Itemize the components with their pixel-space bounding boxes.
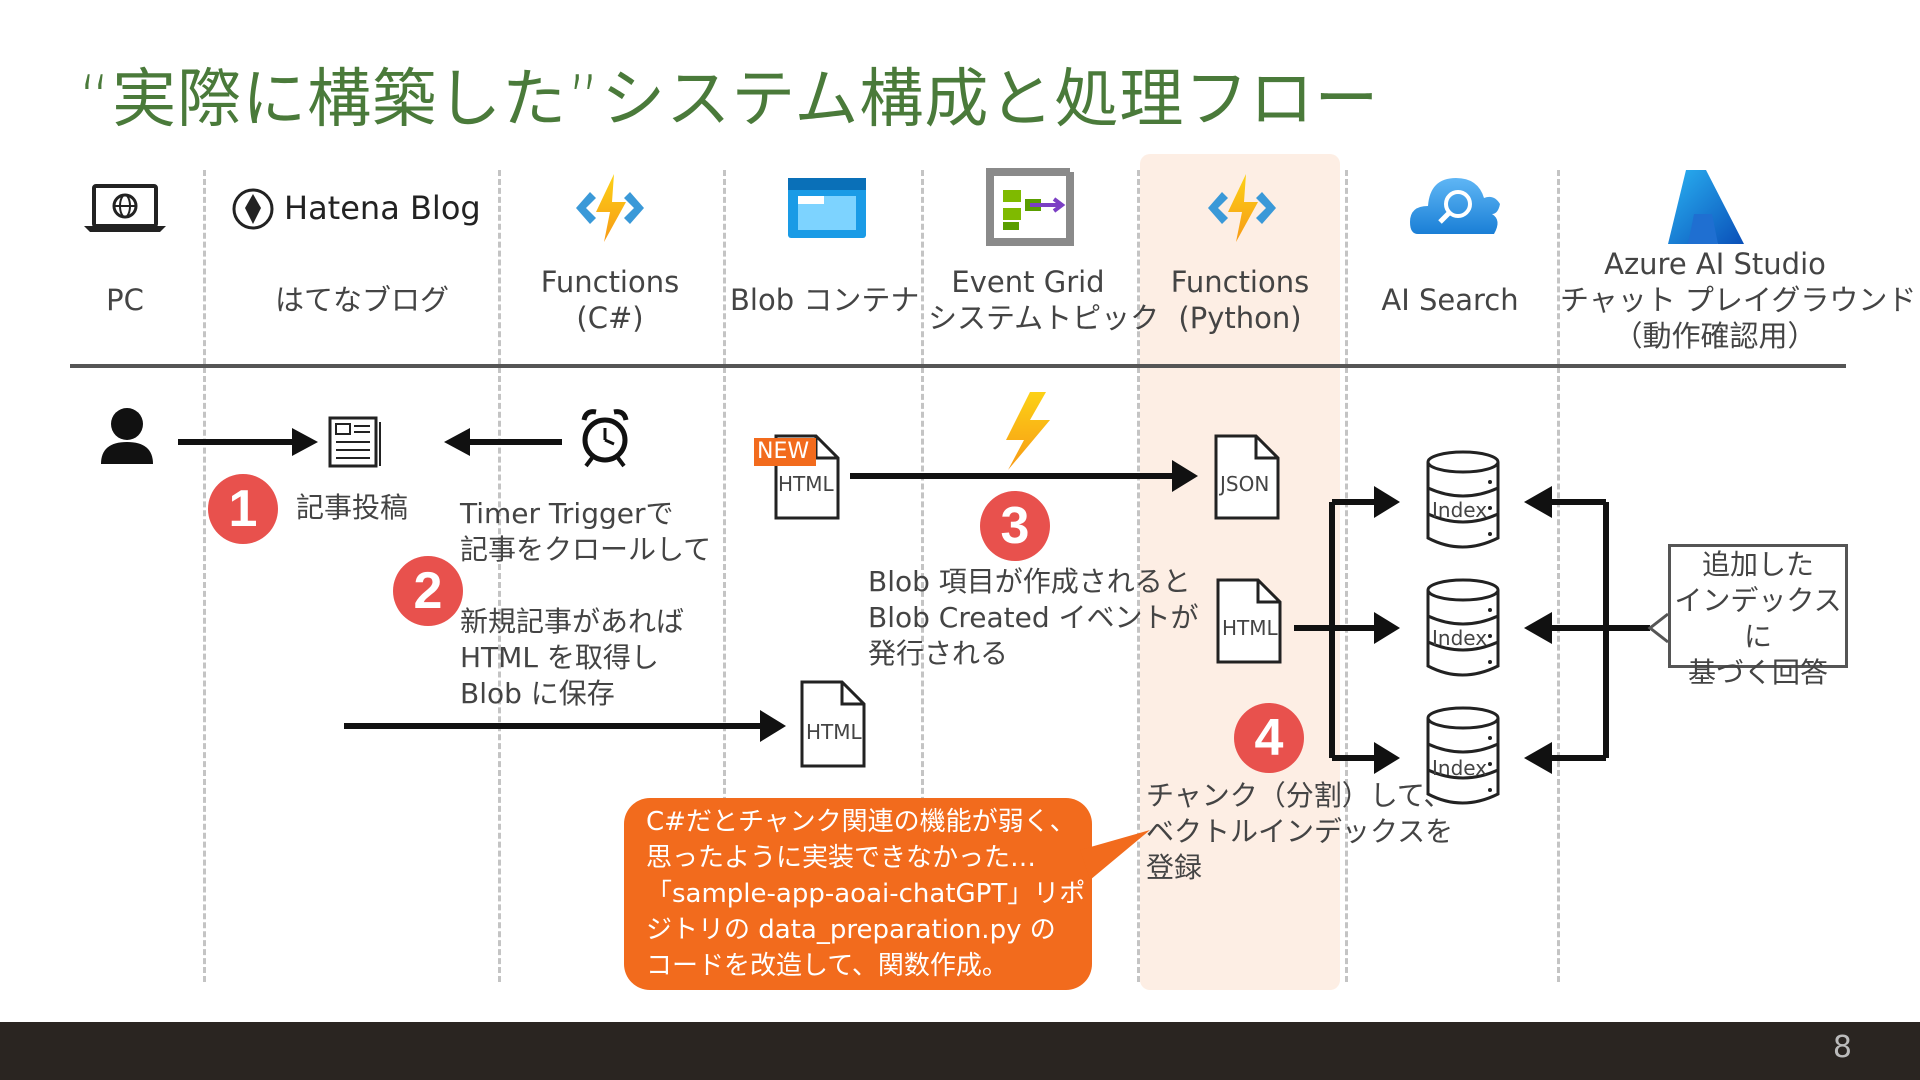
hatena-logo-text: Hatena Blog — [284, 189, 481, 227]
callout-line-5: コードを改造して、関数作成。 — [646, 951, 1008, 981]
step2-text-3: 新規記事があれば — [460, 605, 685, 638]
column-divider — [921, 170, 924, 982]
article-icon — [328, 416, 381, 468]
file-icon — [800, 680, 866, 768]
column-label-studio-3: （動作確認用） — [1613, 319, 1817, 353]
column-label-functions-py-2: (Python) — [1178, 301, 1302, 335]
column-label-aisearch: AI Search — [1381, 283, 1519, 317]
callout-line-1: C#だとチャンク関連の機能が弱く、 — [646, 807, 1076, 837]
column-divider — [1137, 170, 1140, 982]
file-label-html-py: HTML — [1222, 616, 1278, 640]
functions-icon — [576, 174, 644, 242]
answer-line-3: 基づく回答 — [1687, 656, 1828, 689]
slide-title: “実際に構築した”システム構成と処理フロー — [78, 63, 1380, 137]
step2-text-1: Timer Triggerで — [460, 497, 674, 530]
new-badge — [754, 438, 816, 466]
step-badge-4: 4 — [1234, 703, 1304, 773]
file-icon — [1216, 578, 1282, 664]
step1-text: 記事投稿 — [296, 491, 409, 524]
alarm-clock-icon — [581, 409, 629, 468]
column-divider — [1557, 170, 1560, 982]
column-label-eventgrid-1: Event Grid — [951, 265, 1105, 299]
column-label-studio-2: チャット プレイグラウンド — [1560, 283, 1917, 317]
step4-text-3: 登録 — [1146, 851, 1203, 884]
column-label-pc: PC — [106, 283, 144, 317]
column-label-eventgrid-2: システムトピック — [928, 301, 1160, 335]
step3-text-2: Blob Created イベントが — [868, 601, 1199, 634]
database-icon — [1426, 578, 1500, 677]
laptop-icon — [84, 184, 166, 232]
step2-text-4: HTML を取得し — [460, 641, 659, 674]
column-divider — [203, 170, 206, 982]
step3-text-1: Blob 項目が作成されると — [868, 565, 1191, 598]
column-divider — [1345, 170, 1348, 982]
index-label: Index — [1432, 626, 1488, 650]
step4-text-1: チャンク（分割）して、 — [1146, 779, 1452, 812]
step2-text-2: 記事をクロールして — [460, 533, 712, 566]
step-badge-2: 2 — [393, 556, 463, 626]
blob-container-icon — [788, 178, 866, 238]
file-icon — [1214, 434, 1280, 520]
hatena-pen-icon — [232, 188, 274, 230]
lightning-icon — [1006, 392, 1050, 470]
callout-line-3: 「sample-app-aoai-chatGPT」リポ — [646, 879, 1086, 909]
step2-text-5: Blob に保存 — [460, 677, 615, 710]
column-label-functions-cs-2: (C#) — [576, 301, 644, 335]
step-badge-1: 1 — [208, 474, 278, 544]
column-label-blob: Blob コンテナ — [730, 283, 920, 317]
footer-bar — [0, 1022, 1920, 1080]
callout-line-2: 思ったように実装できなかった… — [646, 843, 1037, 873]
column-divider — [723, 170, 726, 982]
step-badge-3: 3 — [980, 491, 1050, 561]
database-icon — [1426, 706, 1500, 805]
column-label-studio-1: Azure AI Studio — [1604, 247, 1826, 281]
python-column-highlight — [1140, 154, 1340, 990]
header-rule — [70, 364, 1846, 368]
answer-line-2: インデックスに — [1674, 584, 1842, 653]
file-label-json: JSON — [1220, 472, 1270, 496]
page-number: 8 — [1832, 1030, 1852, 1065]
user-icon — [101, 408, 153, 464]
event-grid-icon — [986, 168, 1074, 246]
column-label-functions-py-1: Functions — [1170, 265, 1310, 299]
column-label-functions-cs-1: Functions — [540, 265, 680, 299]
step4-text-2: ベクトルインデックスを — [1146, 815, 1454, 848]
file-label-html-saved: HTML — [806, 720, 862, 744]
column-label-hatena: はてなブログ — [274, 283, 449, 317]
callout-line-4: ジトリの data_preparation.py の — [646, 915, 1056, 945]
index-label: Index — [1432, 756, 1488, 780]
ai-search-icon — [1410, 178, 1500, 234]
index-label: Index — [1432, 498, 1488, 522]
callout-bubble — [624, 798, 1150, 990]
file-label-html-new: HTML — [778, 472, 834, 496]
answer-box: 追加した インデックスに 基づく回答 — [1668, 544, 1848, 689]
database-icon — [1426, 450, 1500, 549]
callout-text: C#だとチャンク関連の機能が弱く、 思ったように実装できなかった… 「sampl… — [646, 804, 1085, 984]
column-divider — [498, 170, 501, 982]
azure-ai-studio-icon — [1668, 170, 1744, 244]
answer-line-1: 追加した — [1701, 548, 1814, 581]
step3-text-3: 発行される — [868, 637, 1009, 670]
functions-icon — [1208, 174, 1276, 242]
new-badge-label: NEW — [757, 439, 810, 464]
